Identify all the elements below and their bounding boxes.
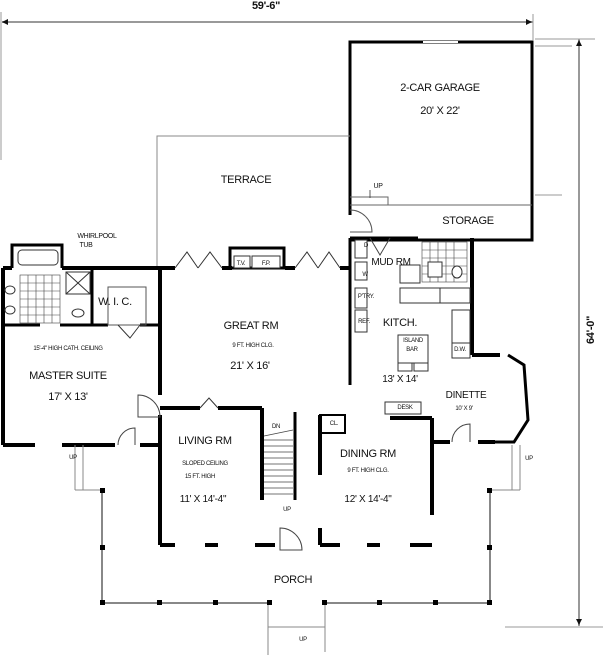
- stairs-down-label: DN: [271, 424, 281, 430]
- living-room-note2: 15 FT. HIGH: [184, 474, 216, 480]
- french-doors: [174, 251, 341, 409]
- island-label: ISLAND: [403, 338, 423, 344]
- tub-label: TUB: [79, 242, 93, 249]
- porch-label: PORCH: [273, 574, 313, 586]
- porch-posts: [100, 488, 492, 605]
- tv-label: T.V.: [236, 261, 246, 267]
- garage-size: 20' X 22': [420, 105, 460, 117]
- dining-room-note: 9 FT. HIGH CLG.: [347, 468, 389, 474]
- mud-room-label: MUD RM: [371, 257, 411, 268]
- storage-label: STORAGE: [442, 215, 494, 227]
- house-walls: [1, 236, 500, 547]
- porch-left-up-label: UP: [69, 455, 77, 461]
- terrace-label: TERRACE: [220, 174, 272, 186]
- great-room-label: GREAT RM: [223, 320, 279, 332]
- porch-front-up-label: UP: [299, 637, 307, 643]
- stairs-up-label: UP: [283, 507, 291, 513]
- terrace-outline: [156, 135, 350, 268]
- washer-label: W: [362, 272, 368, 278]
- bar-label: BAR: [406, 347, 418, 353]
- master-ceiling-note: 15'-4" HIGH CATH. CEILING: [33, 346, 103, 352]
- wic-label: W. I. C.: [98, 296, 132, 308]
- ref-label: REF.: [358, 319, 370, 325]
- dinette-up-label: UP: [525, 456, 533, 462]
- garage-walls: [348, 40, 534, 242]
- living-room-note1: SLOPED CEILING: [182, 461, 228, 467]
- dryer-label: D: [363, 243, 369, 249]
- dining-room-size: 12' X 14'-4": [344, 494, 392, 505]
- great-room-note: 9 FT. HIGH CLG.: [232, 343, 274, 349]
- dinette-bay: [495, 353, 530, 444]
- width-dimension: 59'-6": [251, 0, 281, 12]
- whirlpool-label: WHIRLPOOL: [77, 233, 117, 240]
- kitchen-size: 13' X 14': [382, 374, 418, 385]
- master-suite-size: 17' X 13': [48, 391, 88, 403]
- desk-label: DESK: [397, 405, 413, 411]
- garage-label: 2-CAR GARAGE: [400, 82, 480, 94]
- garage-up-label: UP: [373, 183, 383, 190]
- fixtures: [4, 239, 471, 434]
- depth-dimension: 64'-0": [585, 315, 597, 345]
- living-room-label: LIVING RM: [178, 435, 232, 447]
- master-suite-label: MASTER SUITE: [29, 370, 107, 382]
- living-room-size: 11' X 14'-4": [179, 494, 227, 505]
- dinette-label: DINETTE: [445, 390, 487, 401]
- door-swings: [117, 237, 471, 551]
- great-room-size: 21' X 16': [230, 360, 270, 372]
- staircase: [263, 429, 294, 495]
- kitchen-label: KITCH.: [382, 317, 418, 329]
- dining-room-label: DINING RM: [340, 448, 396, 460]
- closet-label: CL.: [329, 421, 339, 427]
- fireplace-label: F.P.: [261, 261, 271, 267]
- pantry-label: P'TRY.: [357, 294, 375, 300]
- dishwasher-label: D.W.: [454, 347, 466, 353]
- dinette-size: 10' X 9': [455, 406, 473, 412]
- dimension-lines: [0, 12, 603, 628]
